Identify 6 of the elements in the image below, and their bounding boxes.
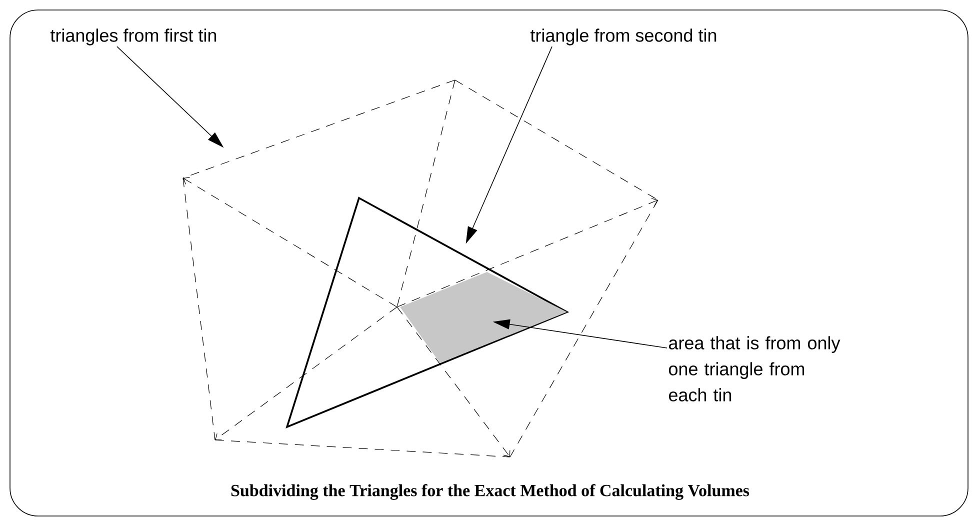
callout-label: triangle from second tin	[530, 28, 716, 46]
caption: Subdividing the Triangles for the Exact Method of Calculating Volumes	[231, 484, 750, 500]
callout-label: triangles from first tin	[50, 28, 216, 46]
dashed-triangles-drawing	[182, 80, 658, 458]
callout-label: area that is from only one triangle from each tin	[668, 336, 840, 402]
shaded-area	[400, 272, 567, 363]
